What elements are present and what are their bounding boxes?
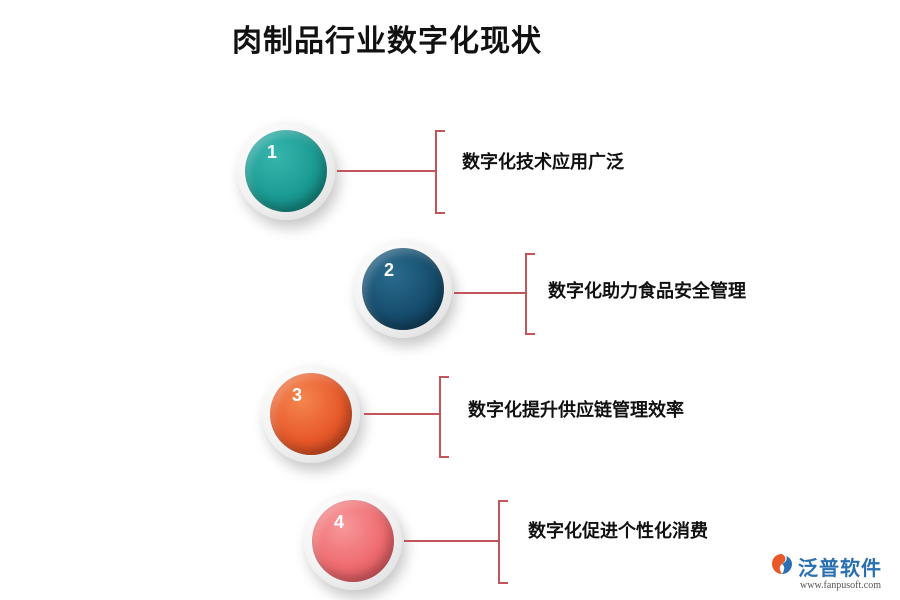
- circle-2: 2: [354, 240, 452, 338]
- item-label-3: 数字化提升供应链管理效率: [468, 400, 684, 421]
- item-label-1: 数字化技术应用广泛: [462, 152, 624, 173]
- logo-icon: [772, 554, 792, 574]
- circle-2-fill: 2: [362, 248, 444, 330]
- circle-1-fill: 1: [245, 130, 327, 212]
- step-number-2: 2: [384, 260, 395, 280]
- item-label-2: 数字化助力食品安全管理: [548, 281, 746, 302]
- bracket-2: [525, 253, 535, 335]
- circle-1: 1: [237, 122, 335, 220]
- circle-4-fill: 4: [312, 500, 394, 582]
- logo-url: www.fanpusoft.com: [800, 580, 882, 591]
- step-number-3: 3: [292, 385, 303, 405]
- connector-4: [404, 540, 498, 542]
- bracket-4: [498, 500, 508, 584]
- circle-3: 3: [262, 365, 360, 463]
- connector-2: [454, 292, 525, 294]
- item-label-4: 数字化促进个性化消费: [528, 521, 708, 542]
- brand-logo: 泛普软件 www.fanpusoft.com: [770, 552, 896, 596]
- bracket-3: [439, 376, 449, 458]
- step-number-4: 4: [334, 512, 345, 532]
- bracket-1: [435, 130, 445, 214]
- circle-3-fill: 3: [270, 373, 352, 455]
- connector-1: [337, 170, 435, 172]
- circle-4: 4: [304, 492, 402, 590]
- logo-name: 泛普软件: [798, 556, 882, 580]
- step-number-1: 1: [267, 142, 278, 162]
- connector-3: [364, 413, 439, 415]
- page-title: 肉制品行业数字化现状: [232, 24, 542, 59]
